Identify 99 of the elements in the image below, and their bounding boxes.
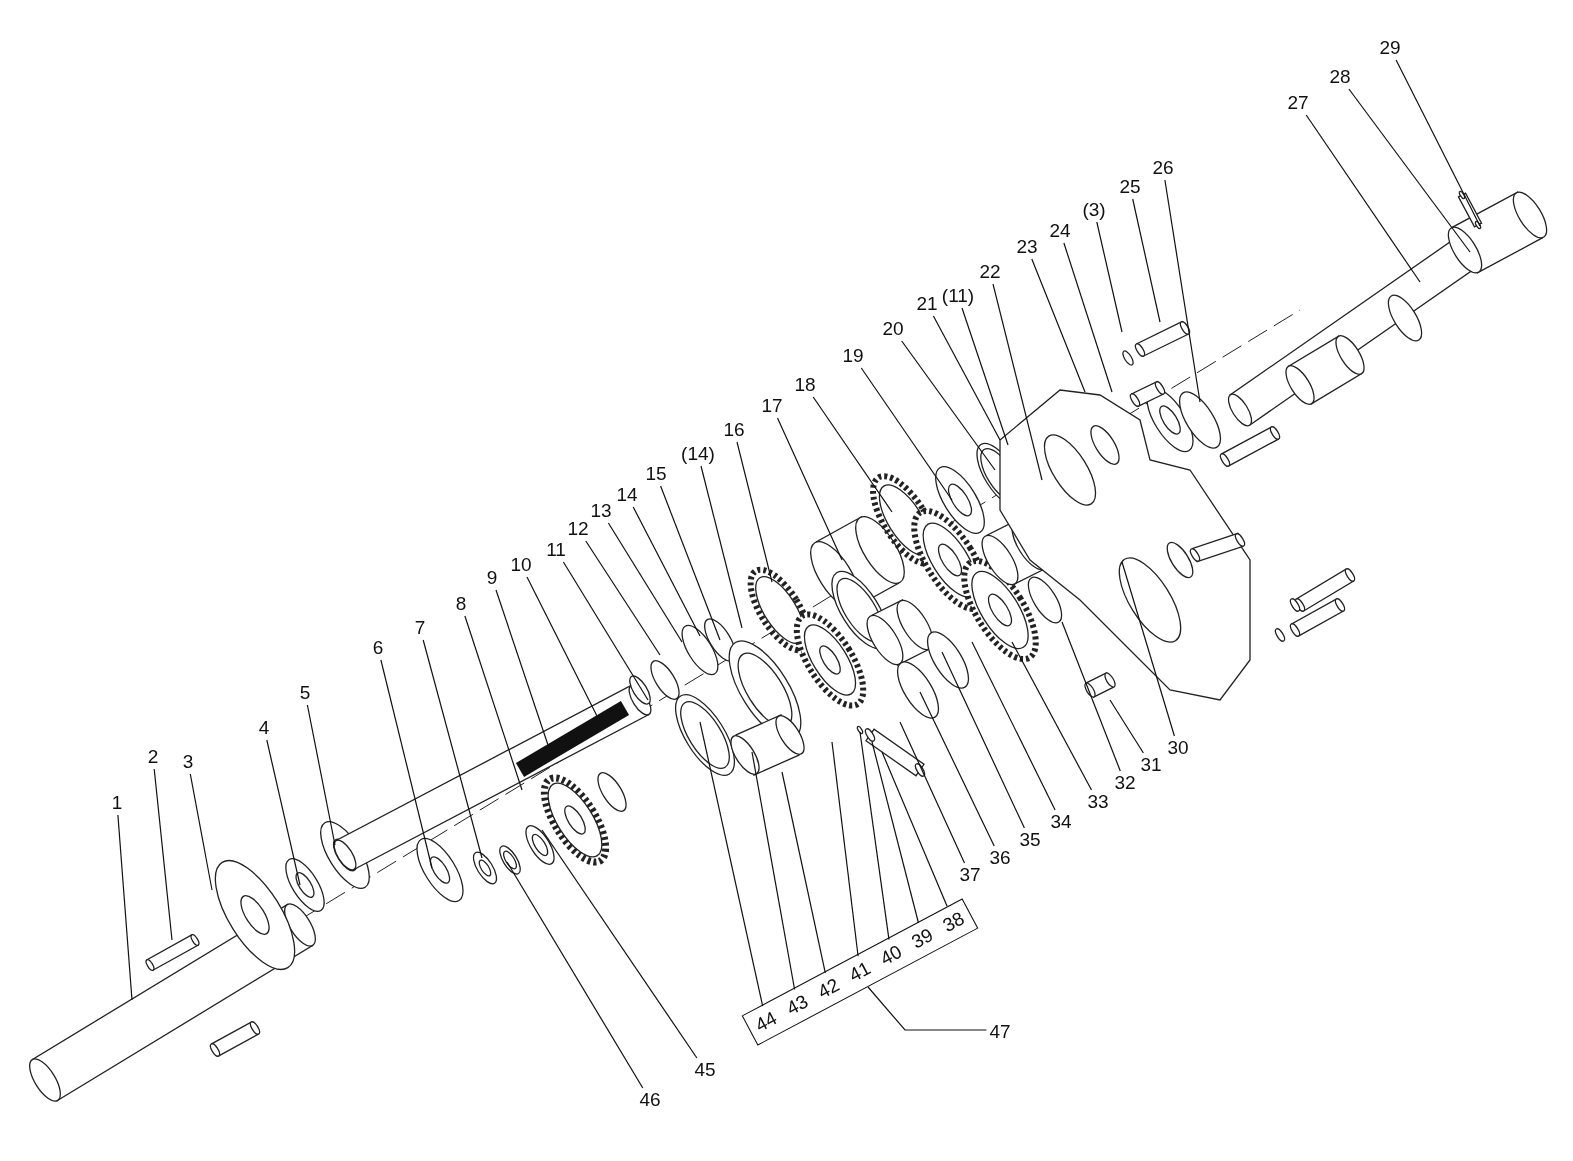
leader-line [153, 768, 173, 941]
leader-line [117, 814, 133, 1001]
callout-number: 16 [723, 420, 745, 440]
callout-number: 27 [1287, 93, 1309, 113]
callout-number: 20 [882, 319, 904, 339]
leader-line [1121, 561, 1175, 737]
leader-line [660, 485, 721, 641]
leader-line [776, 417, 843, 561]
leader-line [881, 751, 948, 907]
callout-number: 28 [1329, 67, 1351, 87]
leader-line [1061, 621, 1121, 772]
leader-line [1164, 179, 1201, 403]
callout-number: 22 [979, 262, 1001, 282]
callout-number: 6 [372, 638, 384, 658]
callout-number: 33 [1087, 792, 1109, 812]
leader-line [860, 367, 953, 501]
callout-number: 40 [877, 941, 906, 970]
leader-line [1132, 198, 1161, 323]
leader-line [506, 861, 644, 1089]
callout-number: 18 [794, 375, 816, 395]
callout-number: 21 [916, 294, 938, 314]
leader-line [961, 307, 1009, 446]
leader-line [781, 771, 826, 974]
leader-line [871, 741, 920, 924]
leader-line [899, 721, 966, 864]
callout-number: 10 [510, 555, 532, 575]
leader-line [1031, 258, 1086, 393]
callout-number: 3 [182, 752, 194, 772]
callout-number: 45 [694, 1060, 716, 1080]
leader-line [901, 340, 996, 471]
callout-number: 43 [783, 991, 812, 1020]
callout-number: 41 [845, 958, 874, 986]
callout-number: 7 [414, 618, 426, 638]
leader-line [736, 441, 773, 583]
callout-number: 14 [616, 485, 638, 505]
callout-number: 13 [590, 501, 612, 521]
leader-line [1096, 221, 1123, 333]
callout-number: 11 [546, 540, 566, 560]
leader-line [812, 396, 893, 513]
leader-line [422, 639, 483, 859]
callout-number: 12 [567, 519, 589, 539]
callout-number: (14) [681, 444, 715, 464]
leader-line [189, 773, 213, 891]
callout-number: 2 [147, 747, 159, 767]
callout-number: 17 [761, 396, 783, 416]
leader-line [1063, 242, 1113, 393]
callout-number: 24 [1049, 221, 1071, 241]
callout-number: (11) [941, 286, 975, 306]
callout-number: 5 [299, 683, 311, 703]
leader-line [266, 739, 301, 886]
callout-number: 38 [939, 908, 968, 936]
callout-number: 25 [1119, 177, 1141, 197]
callout-number: 39 [908, 924, 937, 953]
leader-line [1348, 88, 1471, 253]
callout-number: 29 [1379, 38, 1401, 58]
leader-line [464, 615, 523, 791]
callout-number: 32 [1114, 773, 1136, 793]
leader-line [585, 540, 661, 656]
callout-number: 47 [989, 1022, 1011, 1042]
leader-line [1395, 59, 1481, 227]
callout-number: 44 [752, 1008, 781, 1036]
leader-line [831, 741, 859, 957]
callout-number: 35 [1019, 830, 1041, 850]
leader-line [380, 659, 433, 869]
leader-line [1011, 641, 1093, 791]
callout-number: 19 [842, 346, 864, 366]
leader-line [859, 731, 890, 941]
leader-line [992, 283, 1043, 481]
callout-number: 23 [1016, 237, 1038, 257]
leader-line [632, 506, 701, 637]
callout-number: 4 [258, 718, 270, 738]
callout-number: 42 [814, 974, 843, 1003]
leader-line [699, 721, 764, 1007]
leader-line [306, 704, 336, 846]
callout-number: 34 [1050, 812, 1072, 832]
leader-line [1305, 114, 1421, 283]
callout-number: 36 [989, 848, 1011, 868]
leader-line [932, 315, 1001, 441]
leader-line [919, 691, 995, 847]
callout-number: 8 [455, 594, 467, 614]
callout-number: 1 [111, 793, 123, 813]
callout-number: 15 [645, 464, 667, 484]
leader-line [867, 986, 987, 1031]
callout-number: 37 [959, 865, 981, 885]
callout-number: (3) [1082, 200, 1106, 220]
callout-number: 30 [1167, 738, 1189, 758]
callout-number: 9 [486, 568, 498, 588]
callout-number: 31 [1140, 755, 1162, 775]
leader-line [541, 829, 698, 1059]
leader-line [971, 641, 1056, 811]
leader-line [1109, 699, 1144, 754]
leader-line [700, 465, 743, 629]
leader-line [751, 751, 796, 991]
leader-line [607, 522, 683, 643]
leader-line [495, 589, 549, 746]
callout-number: 46 [639, 1090, 661, 1110]
callout-number: 26 [1152, 158, 1174, 178]
leader-line [941, 651, 1025, 829]
leader-line [562, 561, 649, 701]
